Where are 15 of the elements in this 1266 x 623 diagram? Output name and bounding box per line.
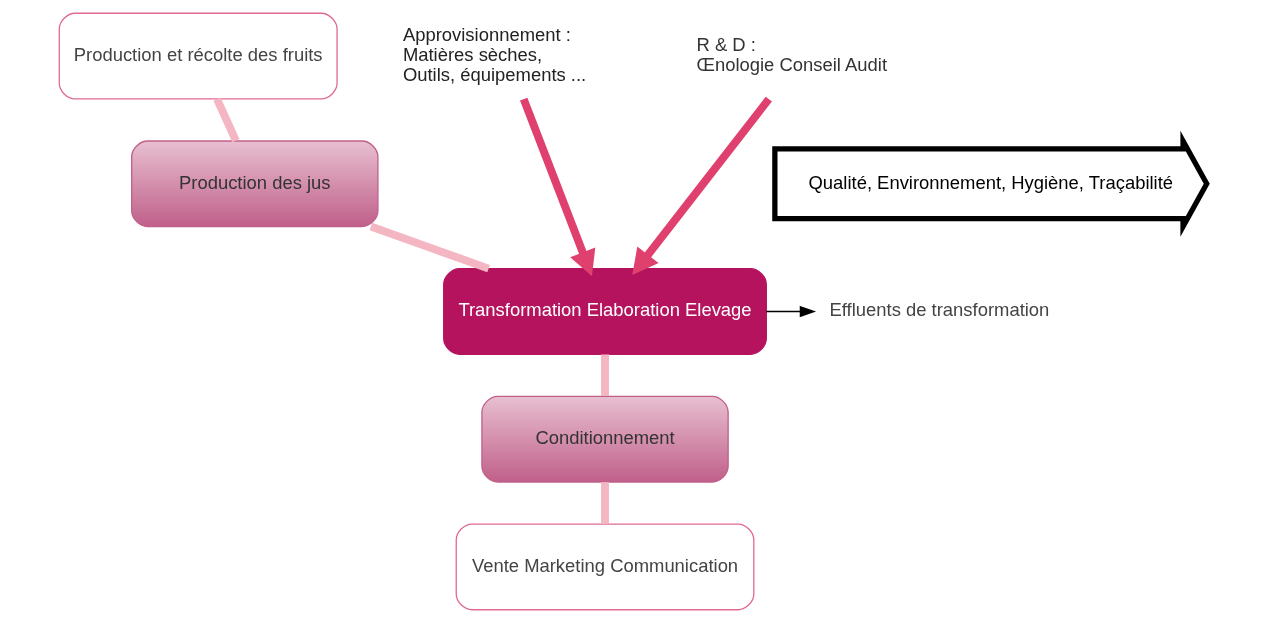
arrow: [520, 97, 596, 277]
connector: [213, 97, 240, 143]
node-text: Approvisionnement : Matières sèches, Outils, équipements ...: [402, 24, 587, 85]
node-box: Conditionnement: [481, 395, 729, 483]
arrow: [632, 96, 772, 276]
node-box: Transformation Elaboration Elevage: [443, 268, 767, 355]
connector: [601, 482, 609, 524]
connector: [369, 222, 490, 273]
arrow: [765, 305, 817, 318]
node-box: Production et récolte des fruits: [58, 12, 338, 100]
connector: [601, 354, 609, 396]
node-text: R & D : Œnologie Conseil Audit: [696, 34, 888, 75]
node-text: Effluents de transformation: [829, 299, 1050, 321]
node-box: Production des jus: [131, 140, 379, 228]
node-box: Vente Marketing Communication: [455, 523, 755, 611]
